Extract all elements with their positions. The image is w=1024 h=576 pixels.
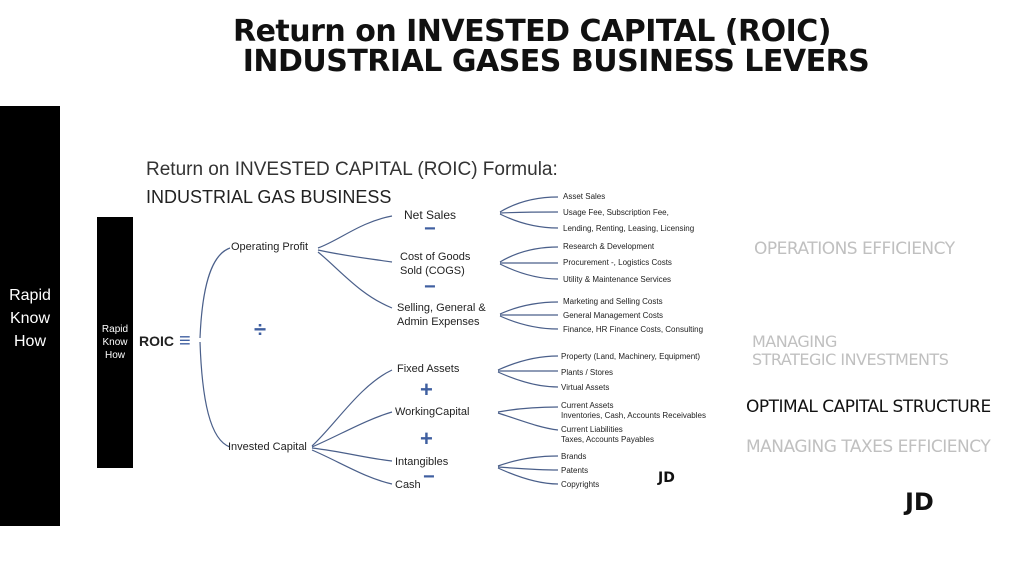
formula-heading: Return on INVESTED CAPITAL (ROIC) Formul…	[146, 159, 558, 180]
inner-brand-line-3: How	[104, 350, 125, 361]
minus-icon-2: −	[424, 276, 436, 298]
branch-ic-cash	[311, 449, 393, 485]
branch-int-l2	[497, 466, 559, 471]
node-intangibles: Intangibles	[395, 456, 449, 468]
leaf-asset-sales: Asset Sales	[563, 192, 606, 201]
lever-capital-structure: OPTIMAL CAPITAL STRUCTURE	[746, 397, 991, 417]
leaf-plants: Plants / Stores	[561, 368, 614, 377]
branch-ns-l1	[499, 196, 559, 213]
plus-icon-1: +	[420, 377, 433, 402]
formula-subheading: INDUSTRIAL GAS BUSINESS	[146, 187, 392, 207]
branch-roic-ic	[199, 341, 231, 448]
leaf-lending: Lending, Renting, Leasing, Licensing	[563, 224, 695, 233]
signature: JD	[905, 488, 934, 516]
leaf-brands: Brands	[561, 452, 587, 461]
leaf-finance: Finance, HR Finance Costs, Consulting	[563, 325, 704, 334]
leaf-current-assets: Current Assets Inventories, Cash, Accoun…	[561, 401, 706, 420]
node-invested-capital: Invested Capital	[228, 441, 307, 453]
branch-cogs-l3	[499, 263, 559, 280]
branch-fixed-l3	[497, 371, 559, 388]
leaf-copyrights: Copyrights	[561, 480, 600, 489]
branch-sga-l1	[499, 301, 559, 315]
leaf-virtual-assets: Virtual Assets	[561, 383, 610, 392]
branch-op-netsales	[317, 215, 393, 249]
branch-cogs-l1	[499, 246, 559, 263]
leaf-marketing: Marketing and Selling Costs	[563, 297, 663, 306]
leaf-rnd: Research & Development	[563, 242, 655, 251]
leaf-current-liabilities: Current Liabilities Taxes, Accounts Paya…	[561, 425, 654, 444]
node-operating-profit: Operating Profit	[231, 241, 309, 253]
branch-wc-l2	[497, 412, 559, 431]
branch-op-sga	[317, 251, 393, 309]
lever-operations: OPERATIONS EFFICIENCY	[754, 239, 955, 259]
side-brand-label: Rapid Know How	[0, 284, 60, 353]
branch-sga-l3	[499, 315, 559, 330]
title-line-2: INDUSTRIAL GASES BUSINESS LEVERS	[242, 44, 870, 79]
node-cogs: Cost of Goods Sold (COGS)	[400, 251, 471, 277]
leaf-gm-costs: General Management Costs	[563, 311, 664, 320]
branch-ic-intang	[311, 447, 393, 462]
leaf-utility: Utility & Maintenance Services	[563, 275, 672, 284]
lever-strategic: MANAGING STRATEGIC INVESTMENTS	[752, 332, 949, 369]
title-line-1: Return on INVESTED CAPITAL (ROIC)	[232, 14, 832, 49]
divide-icon: ÷	[254, 317, 267, 342]
node-fixed-assets: Fixed Assets	[397, 363, 460, 375]
formula-signature: JD	[658, 470, 675, 486]
side-brand-line-1: Rapid	[9, 287, 51, 304]
branch-int-l1	[497, 455, 559, 467]
inner-brand-line-2: Know	[102, 337, 128, 348]
side-brand-line-3: How	[13, 333, 46, 350]
node-cash: Cash	[395, 479, 421, 491]
branch-roic-op	[199, 247, 231, 339]
node-sga: Selling, General & Admin Expenses	[397, 302, 486, 328]
inner-brand-panel: Rapid Know How	[97, 217, 133, 468]
branch-ic-fixed	[311, 369, 393, 447]
branch-ns-l2	[499, 211, 559, 214]
inner-brand-line-1: Rapid	[101, 324, 129, 335]
branch-fixed-l1	[497, 355, 559, 371]
leaf-procurement: Procurement -, Logistics Costs	[563, 258, 672, 267]
branch-ic-wc	[311, 411, 393, 448]
leaf-usage-fee: Usage Fee, Subscription Fee,	[563, 208, 669, 217]
side-brand-panel: Rapid Know How	[0, 106, 60, 526]
equals-icon: ≡	[179, 330, 191, 352]
node-working-capital: WorkingCapital	[395, 406, 470, 418]
leaf-patents: Patents	[561, 466, 589, 475]
lever-taxes: MANAGING TAXES EFFICIENCY	[746, 437, 991, 457]
leaf-property: Property (Land, Machinery, Equipment)	[561, 352, 701, 361]
branch-int-l3	[497, 467, 559, 485]
node-net-sales: Net Sales	[404, 208, 457, 222]
branch-wc-l1	[497, 406, 559, 413]
side-brand-line-2: Know	[9, 310, 51, 327]
branch-ns-l3	[499, 213, 559, 229]
minus-icon-1: −	[424, 218, 436, 240]
inner-brand-label: Rapid Know How	[97, 323, 133, 362]
minus-icon-3: −	[423, 466, 435, 488]
plus-icon-2: +	[420, 426, 433, 451]
branch-op-cogs	[317, 249, 393, 263]
roic-label: ROIC	[139, 333, 174, 349]
